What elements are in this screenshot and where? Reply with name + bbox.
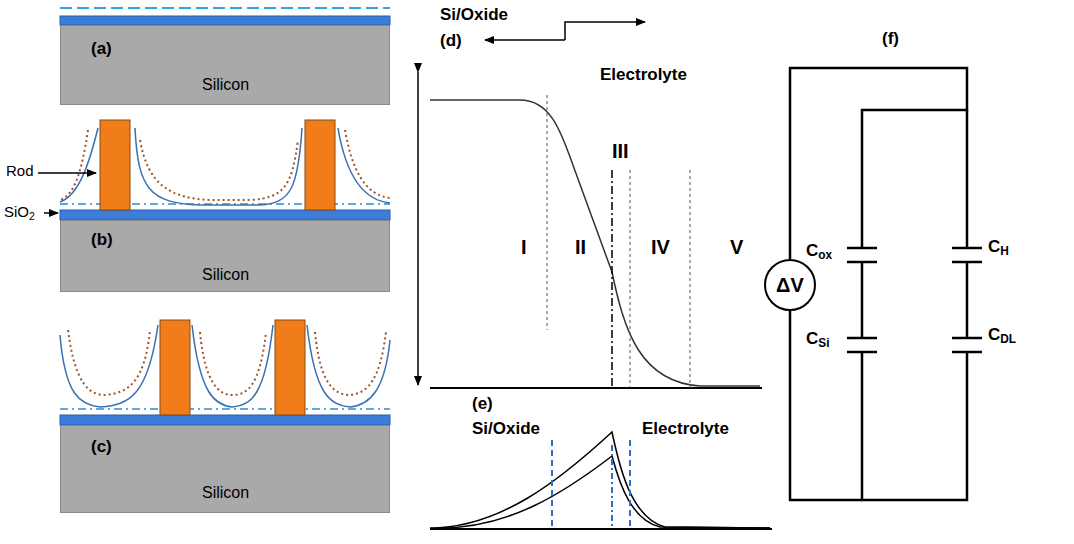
- source-label: ΔV: [776, 274, 804, 296]
- region-number: IV: [649, 236, 672, 258]
- oxide-layer: [60, 415, 390, 425]
- subscript: DL: [1000, 332, 1016, 346]
- substrate-label: Silicon: [202, 484, 249, 502]
- circuit-wires: [790, 68, 967, 500]
- potential-curve: [200, 332, 266, 395]
- panel-label: (a): [91, 40, 112, 59]
- density-curve: [430, 432, 770, 528]
- subscript: 2: [29, 210, 35, 222]
- dashed-line: [60, 7, 390, 9]
- interface-line: [611, 445, 613, 529]
- rod: [305, 120, 335, 210]
- oxide-layer: [60, 210, 390, 220]
- potential-profile: [430, 100, 760, 386]
- part-label: SiO2: [4, 204, 35, 221]
- substrate-label: Silicon: [202, 266, 249, 284]
- panel-label: (d): [440, 32, 462, 51]
- field-curve: [135, 128, 302, 205]
- region-label: Si/Oxide: [472, 420, 540, 439]
- potential-curve: [60, 130, 88, 200]
- potential-curve: [315, 332, 386, 395]
- region-label: Electrolyte: [600, 66, 687, 85]
- panel-label: (c): [91, 438, 112, 457]
- capacitor-label: CDL: [988, 326, 1016, 345]
- potential-curve: [140, 140, 298, 200]
- pointer-arrow: [44, 212, 58, 214]
- region-boundary: [547, 95, 548, 330]
- region-number: I: [519, 236, 529, 258]
- subscript: Si: [818, 336, 829, 350]
- region-boundary: [690, 170, 691, 388]
- subscript: H: [1000, 244, 1009, 258]
- capacitor-plates: [847, 248, 982, 352]
- region-label: Electrolyte: [642, 420, 729, 439]
- region-number: II: [573, 236, 588, 258]
- rod: [100, 120, 130, 210]
- field-curve: [192, 325, 273, 407]
- potential-curve: [68, 330, 150, 395]
- subscript: ox: [818, 248, 832, 262]
- region-boundary: [630, 170, 631, 388]
- interface-line: [611, 170, 613, 388]
- bracket-arrow: [485, 39, 565, 41]
- dash-dot-line: [60, 408, 390, 410]
- panel-label: (f): [882, 30, 899, 49]
- field-curve: [338, 128, 390, 203]
- density-curve: [440, 456, 770, 528]
- part-label: Rod: [6, 163, 34, 180]
- panel-label: (b): [91, 231, 113, 250]
- region-number: III: [610, 140, 631, 162]
- silicon-substrate: (c) Silicon: [60, 425, 390, 513]
- capacitor-label: Cox: [806, 242, 832, 261]
- double-arrow: [417, 72, 419, 385]
- region-label: Si/Oxide: [440, 6, 508, 25]
- field-curve: [60, 325, 158, 407]
- field-curve: [60, 128, 98, 202]
- region-number: V: [728, 236, 745, 258]
- rod: [275, 320, 305, 415]
- capacitor-label: CSi: [806, 330, 830, 349]
- field-curve: [307, 325, 390, 407]
- axis: [430, 387, 762, 389]
- silicon-substrate: (b) Silicon: [60, 220, 390, 292]
- rod: [160, 320, 190, 415]
- region-boundary: [551, 440, 553, 529]
- axis: [430, 528, 772, 530]
- voltage-source: ΔV: [764, 259, 816, 311]
- pointer-arrow: [38, 172, 96, 174]
- panel-label: (e): [472, 395, 493, 414]
- capacitor-label: CH: [988, 238, 1009, 257]
- bracket-arrow: [565, 22, 645, 40]
- substrate-label: Silicon: [202, 76, 249, 94]
- potential-curve: [345, 130, 390, 198]
- oxide-layer: [60, 16, 390, 25]
- silicon-substrate: (a) Silicon: [60, 25, 390, 105]
- region-boundary: [629, 440, 631, 529]
